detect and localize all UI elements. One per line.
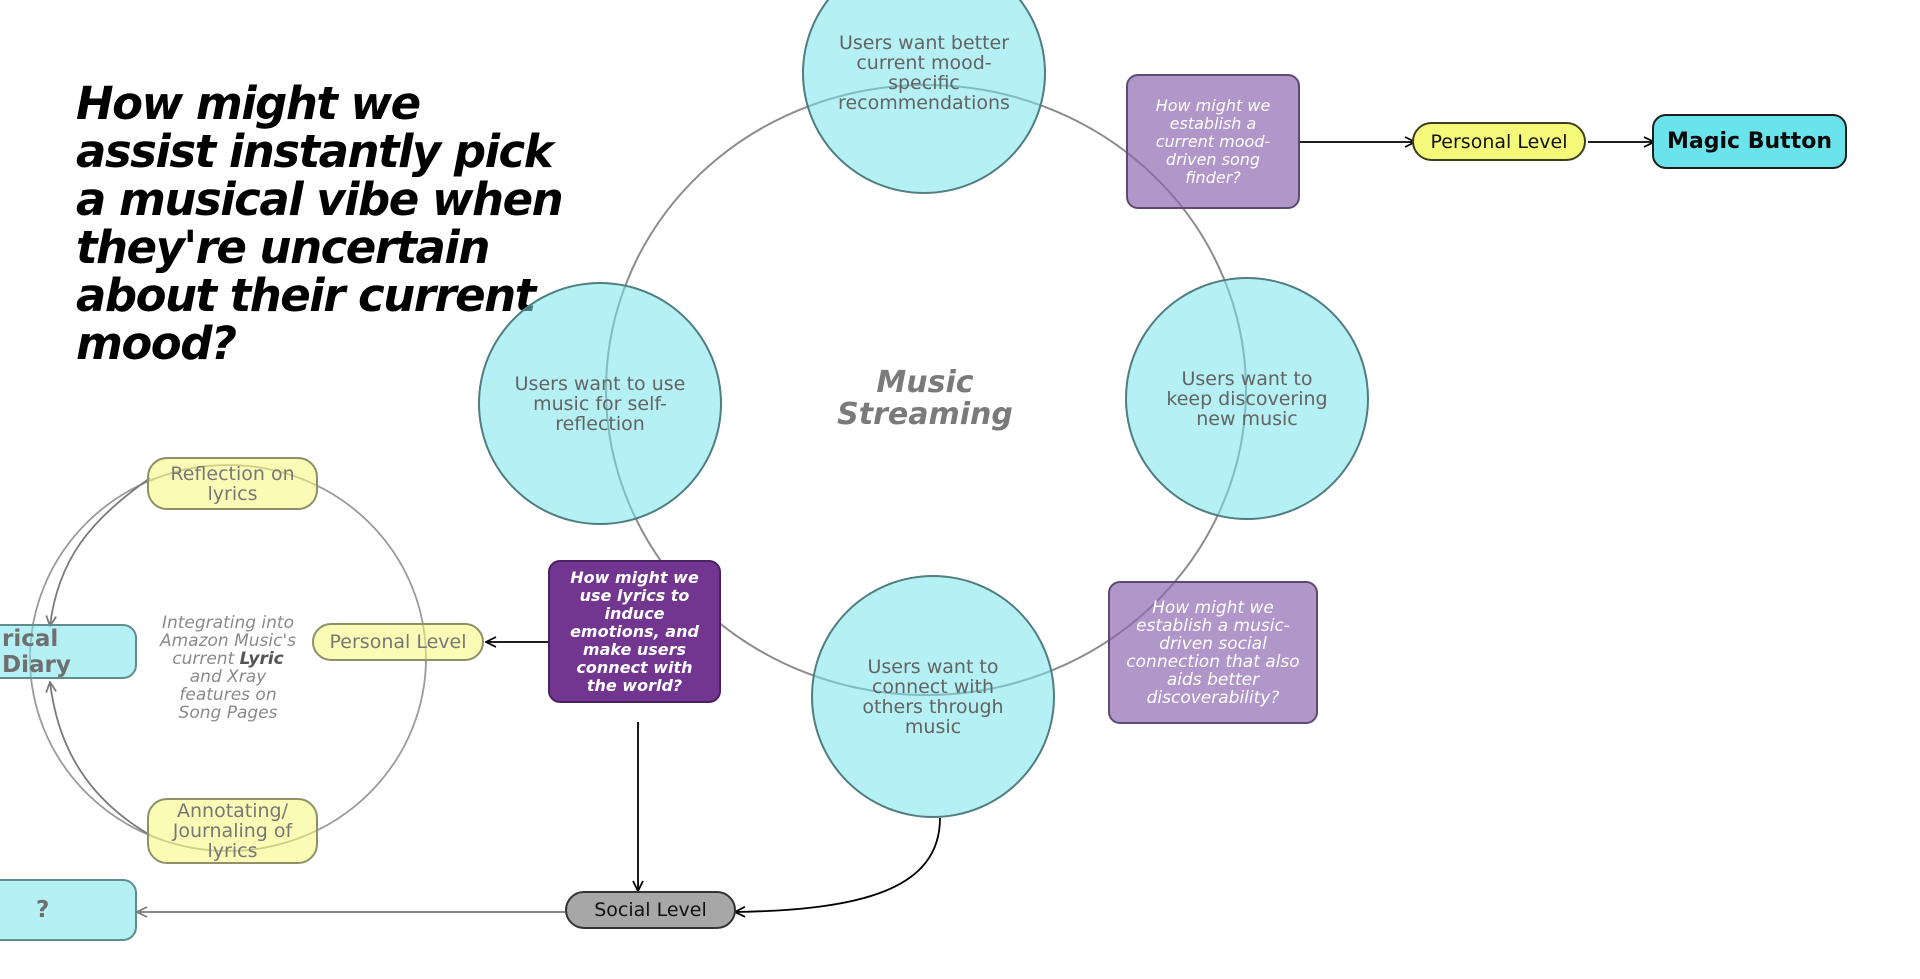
need-circle-mood-recommendations[interactable]: Users want better current mood-specific … bbox=[802, 0, 1046, 194]
center-topic-line2: Streaming bbox=[837, 397, 1013, 432]
integration-note-post: and Xray features on Song Pages bbox=[178, 667, 278, 723]
integration-note-pre: Integrating into Amazon Music's current bbox=[159, 613, 296, 669]
integration-note: Integrating into Amazon Music's current … bbox=[158, 614, 298, 722]
need-circle-discover-music[interactable]: Users want to keep discovering new music bbox=[1125, 277, 1369, 520]
center-topic-line1: Music bbox=[876, 365, 974, 400]
hmw-social-connection[interactable]: How might we establish a music-driven so… bbox=[1108, 581, 1318, 724]
arrow-connect-to-social bbox=[735, 817, 941, 912]
lyrical-diary-outcome[interactable]: rical Diary bbox=[0, 624, 137, 679]
personal-level-pill-left[interactable]: Personal Level bbox=[312, 623, 484, 661]
need-circle-self-reflection[interactable]: Users want to use music for self-reflect… bbox=[478, 282, 722, 525]
social-level-pill[interactable]: Social Level bbox=[565, 891, 736, 929]
reflection-on-lyrics-pill[interactable]: Reflection on lyrics bbox=[147, 457, 318, 510]
arrow-reflection-to-diary bbox=[50, 477, 151, 626]
integration-note-bold: Lyric bbox=[239, 649, 284, 669]
center-topic-label: Music Streaming bbox=[780, 367, 1070, 431]
need-circle-connect-others[interactable]: Users want to connect with others throug… bbox=[811, 575, 1055, 818]
arrow-annotating-to-diary bbox=[50, 682, 151, 836]
hmw-lyrics-emotions[interactable]: How might we use lyrics to induce emotio… bbox=[548, 560, 721, 703]
how-might-we-question: How might we assist instantly pick a mus… bbox=[76, 77, 564, 370]
hmw-mood-song-finder[interactable]: How might we establish a current mood-dr… bbox=[1126, 74, 1300, 209]
personal-level-pill-top[interactable]: Personal Level bbox=[1412, 122, 1586, 161]
unknown-outcome[interactable]: ? bbox=[0, 879, 137, 941]
magic-button-outcome[interactable]: Magic Button bbox=[1652, 114, 1847, 169]
annotating-lyrics-pill[interactable]: Annotating/ Journaling of lyrics bbox=[147, 798, 318, 864]
